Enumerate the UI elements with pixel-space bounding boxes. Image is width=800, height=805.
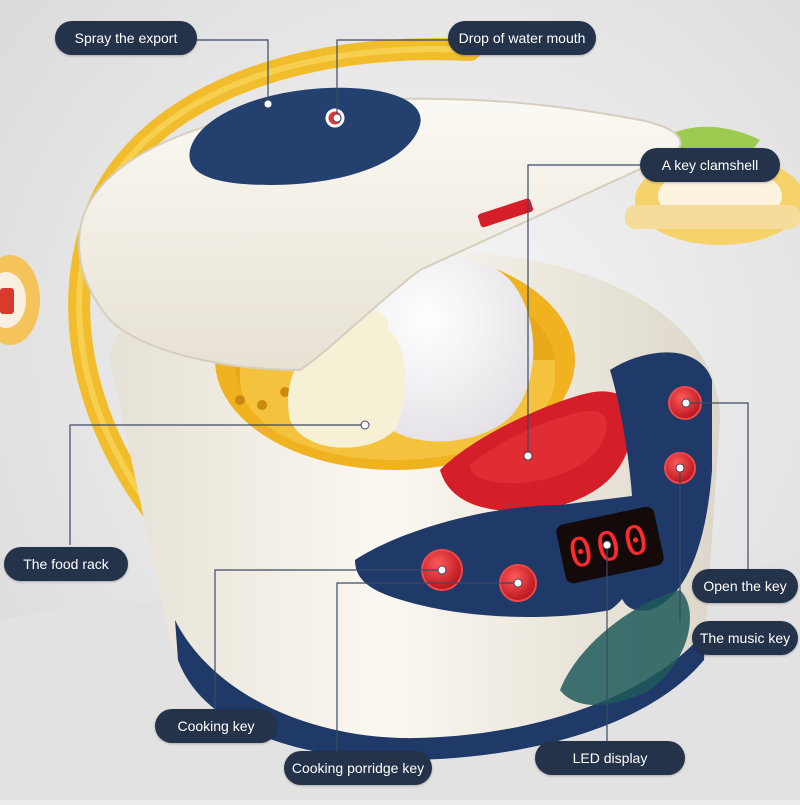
lid-tab [477, 198, 534, 228]
callout-cooking-key: Cooking key [155, 709, 277, 743]
steam-vent [189, 87, 421, 185]
callout-water-mouth: Drop of water mouth [448, 21, 596, 55]
base-ring [175, 620, 706, 760]
plate-left [0, 255, 40, 345]
callout-clamshell: A key clamshell [640, 148, 780, 182]
body-accent [560, 590, 690, 705]
callout-music-key: The music key [692, 621, 798, 655]
callout-porridge-key: Cooking porridge key [284, 751, 432, 785]
callout-open-key: Open the key [692, 569, 798, 603]
callout-food-rack: The food rack [4, 547, 128, 581]
callout-spray-export: Spray the export [55, 21, 197, 55]
callout-led-display: LED display [535, 741, 685, 775]
leader-lines [69, 39, 749, 752]
